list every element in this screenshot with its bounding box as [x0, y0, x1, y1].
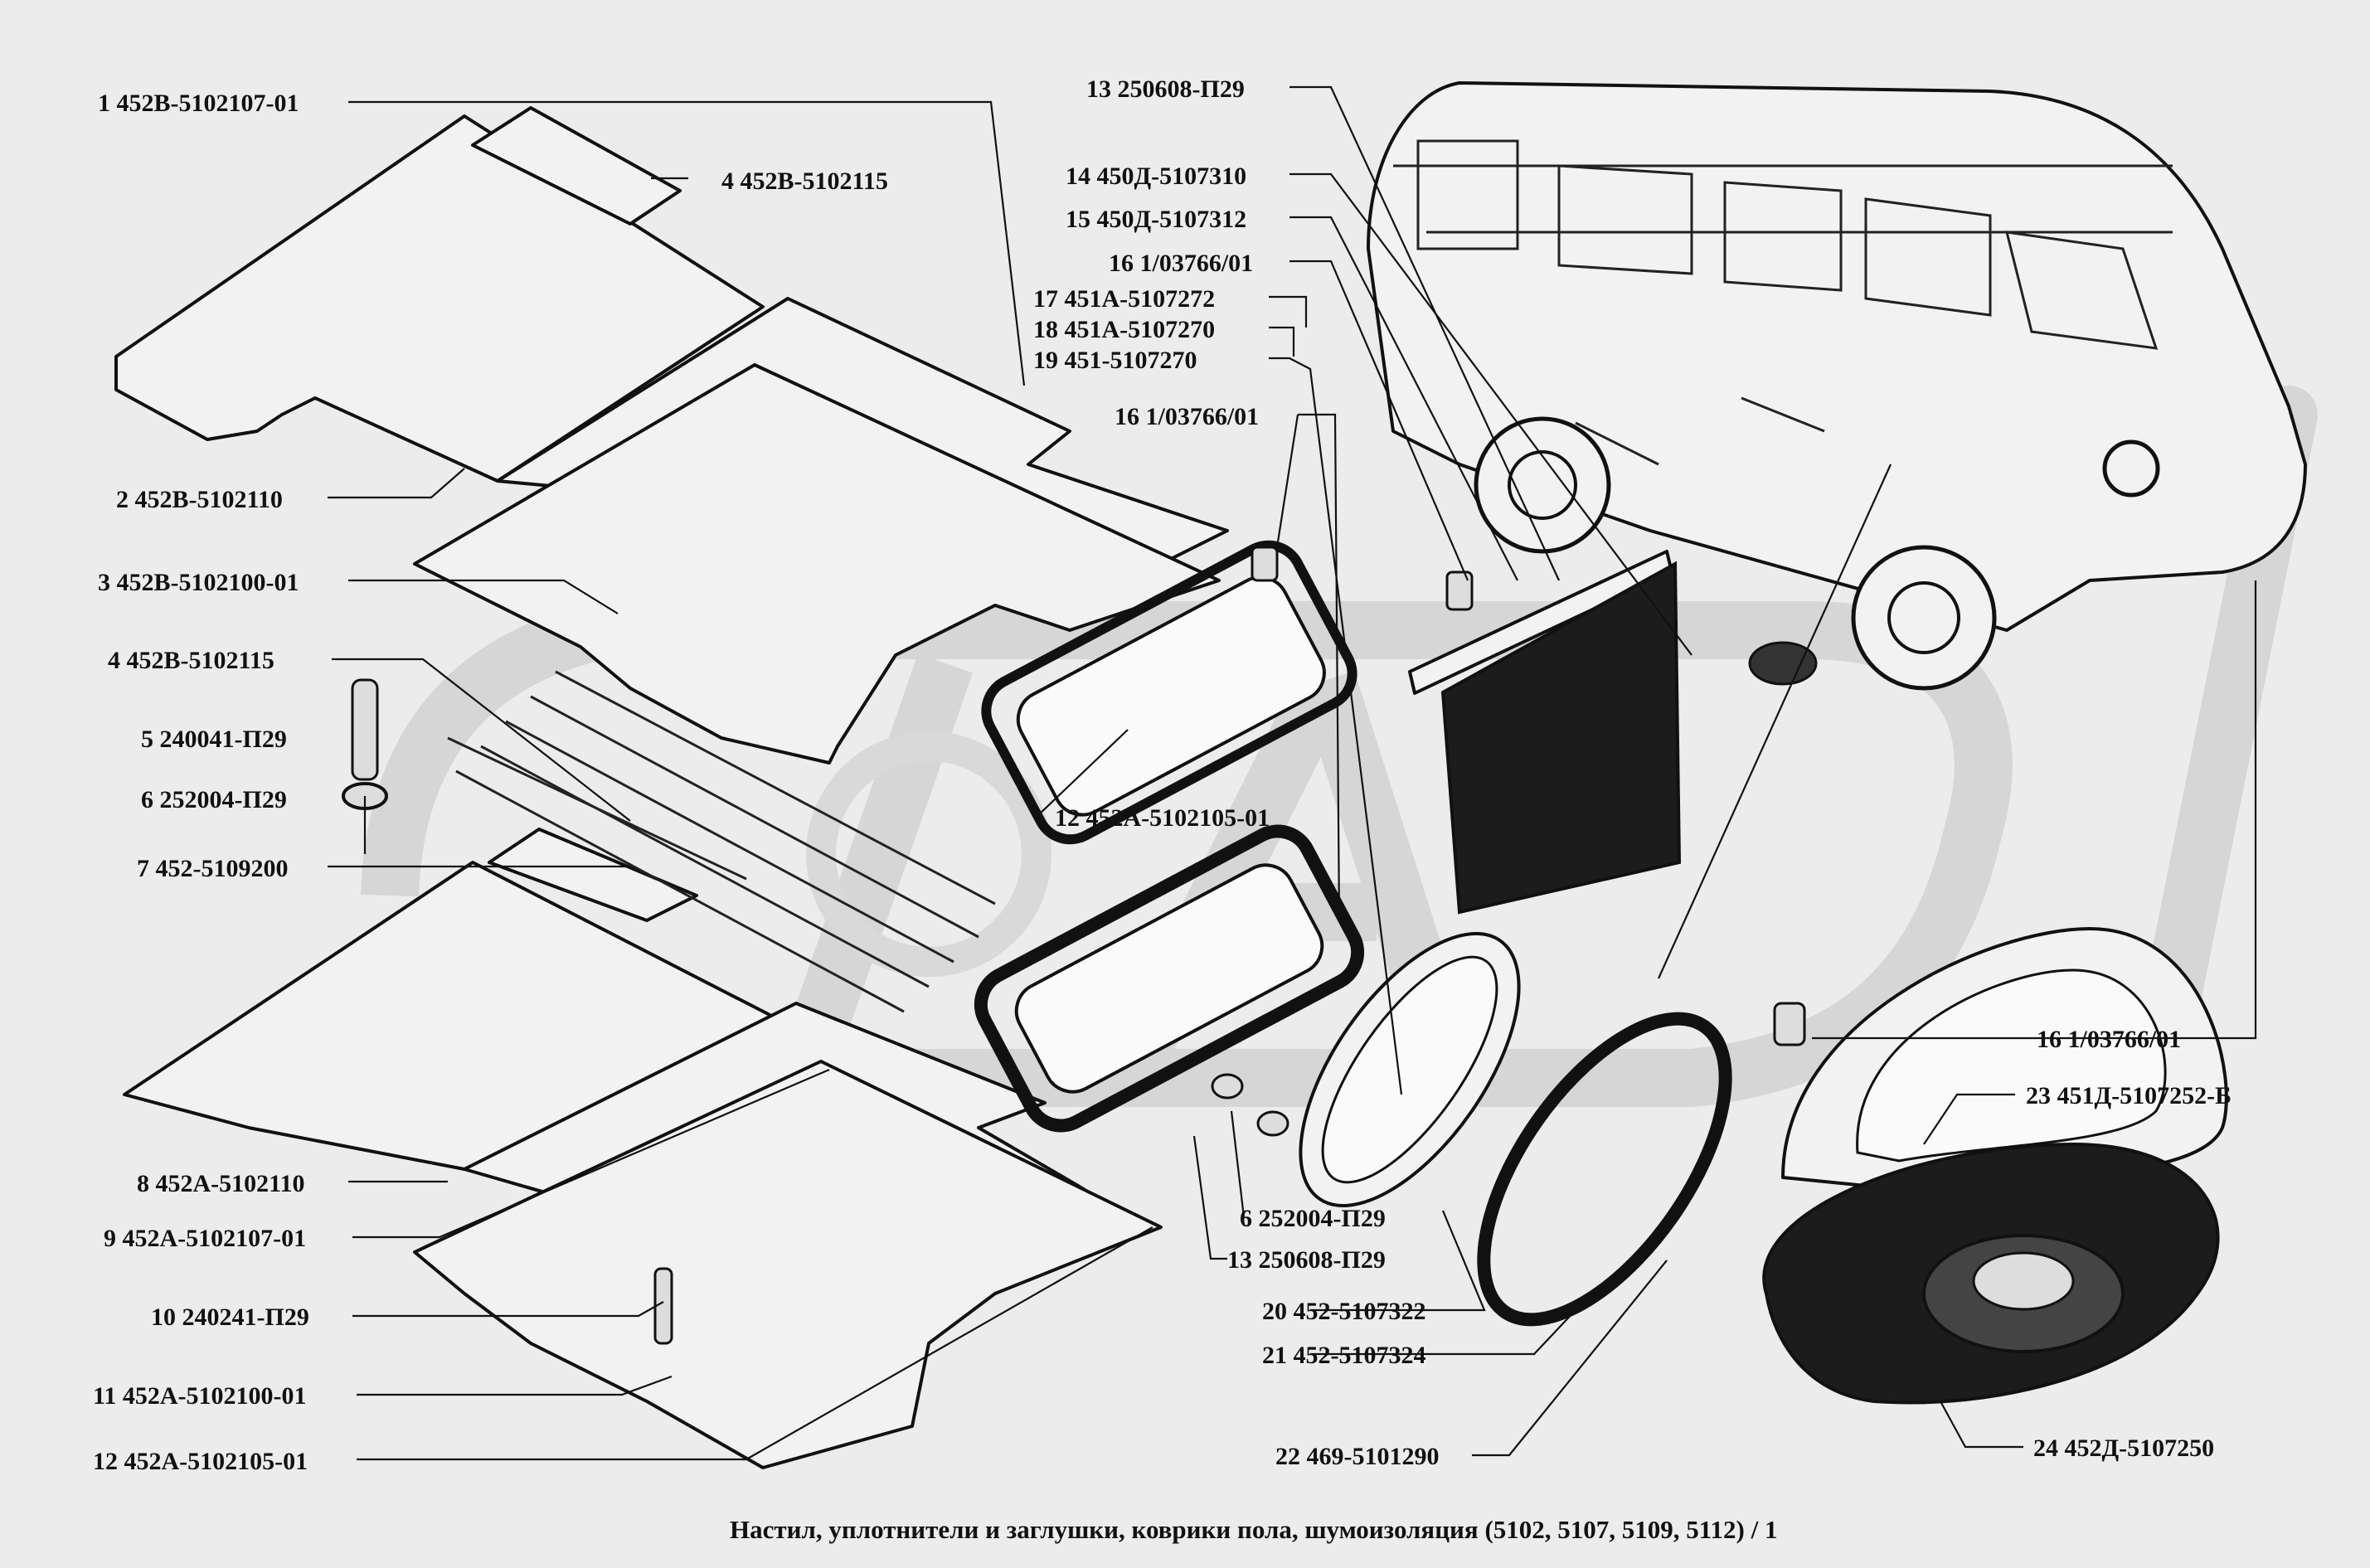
callout-23: 23 451Д-5107252-Б — [2026, 1082, 2232, 1109]
plate-23 — [1781, 927, 2228, 1187]
callout-6-right: 6 252004-П29 — [1240, 1205, 1386, 1232]
cover-24 — [1762, 1142, 2220, 1405]
plug-16-b — [1445, 570, 1474, 611]
callout-6-left: 6 252004-П29 — [141, 786, 287, 813]
floor-covering-lower — [123, 828, 1163, 1469]
callout-19: 19 451-5107270 — [1033, 347, 1197, 374]
callout-12-lower: 12 452А-5102105-01 — [93, 1448, 308, 1475]
grommet — [1748, 641, 1818, 686]
callout-16-c: 16 1/03766/01 — [2037, 1026, 2181, 1053]
callout-5: 5 240041-П29 — [141, 726, 287, 753]
callout-4-middle: 4 452В-5102115 — [108, 647, 274, 674]
floor-covering-upper — [114, 106, 1229, 765]
callout-1: 1 452В-5102107-01 — [98, 90, 299, 117]
hatch-seal-12-upper — [981, 540, 1357, 845]
oval-seals-20-21 — [1299, 932, 1732, 1327]
callout-labels: 1 452В-5102107-01 4 452В-5102115 2 452В-… — [93, 75, 2232, 1475]
floor-panel-3 — [413, 363, 1221, 765]
callout-18: 18 451А-5107270 — [1033, 316, 1215, 343]
leader-lines — [328, 85, 2257, 1461]
callout-13-lower: 13 250608-П29 — [1227, 1246, 1386, 1274]
callout-12-upper: 12 452А-5102105-01 — [1055, 804, 1270, 832]
floor-strip-4-lower — [488, 828, 698, 922]
callout-10: 10 240241-П29 — [151, 1303, 309, 1331]
callout-7: 7 452-5109200 — [137, 855, 289, 882]
callout-22: 22 469-5101290 — [1275, 1443, 1440, 1470]
callout-14: 14 450Д-5107310 — [1066, 163, 1246, 190]
noise-insulation-strips-7 — [447, 670, 996, 1013]
hatch-seal-12-lower — [974, 824, 1365, 1133]
washer-6b — [1256, 1110, 1289, 1137]
diagram-caption: Настил, уплотнители и заглушки, коврики … — [730, 1515, 1778, 1544]
mud-flap-15 — [1408, 550, 1682, 915]
callout-4-upper: 4 452В-5102115 — [721, 167, 888, 195]
callout-11: 11 452А-5102100-01 — [93, 1382, 307, 1410]
callout-9: 9 452А-5102107-01 — [104, 1225, 306, 1252]
callout-20: 20 452-5107322 — [1262, 1298, 1426, 1325]
callout-3: 3 452В-5102100-01 — [98, 569, 299, 596]
floor-panel-11 — [413, 1060, 1163, 1469]
callout-16-b: 16 1/03766/01 — [1115, 403, 1259, 430]
plug-16-a — [1251, 546, 1279, 582]
callout-2: 2 452В-5102110 — [116, 486, 283, 513]
floor-strip-4-upper — [471, 106, 682, 226]
plug-16-c — [1773, 1002, 1806, 1046]
callout-8: 8 452А-5102110 — [137, 1170, 305, 1197]
callout-24: 24 452Д-5107250 — [2033, 1435, 2214, 1462]
vehicle-body-sketch — [1367, 81, 2307, 691]
callout-13-top: 13 250608-П29 — [1086, 75, 1245, 103]
callout-21: 21 452-5107324 — [1262, 1342, 1426, 1369]
callout-15: 15 450Д-5107312 — [1066, 206, 1246, 233]
nut-13 — [1211, 1073, 1244, 1100]
callout-16-a: 16 1/03766/01 — [1109, 250, 1253, 277]
self-tapping-screw-5 — [351, 678, 379, 781]
callout-17: 17 451А-5107272 — [1033, 285, 1215, 313]
